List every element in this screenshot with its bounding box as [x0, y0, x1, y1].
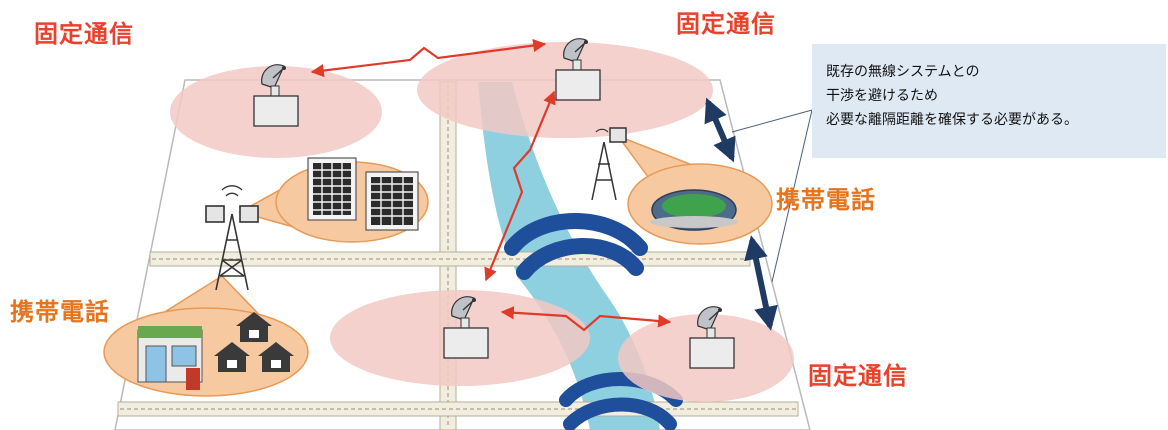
shop-icon	[137, 326, 203, 390]
callout-line-3: 必要な離隔距離を確保する必要がある。	[826, 112, 1078, 128]
road-horizontal-lower	[117, 401, 799, 417]
label-fixed-top-right: 固定通信	[676, 10, 776, 38]
callout-line-1: 既存の無線システムとの	[826, 64, 980, 80]
link-top	[310, 38, 547, 78]
fixed-links	[310, 38, 672, 332]
callout-line-2: 干渉を避けるため	[826, 88, 938, 104]
label-mobile-right: 携帯電話	[776, 186, 876, 214]
label-fixed-bottom-right: 固定通信	[808, 362, 908, 390]
separation-arrows	[704, 97, 778, 331]
label-mobile-left: 携帯電話	[10, 298, 110, 326]
cell-tower-icon-left	[205, 185, 259, 291]
house-icon	[214, 312, 294, 372]
link-bottom	[500, 306, 672, 332]
label-fixed-top-left: 固定通信	[34, 20, 134, 48]
callout-box: 既存の無線システムとの 干渉を避けるため 必要な離隔距離を確保する必要がある。	[812, 44, 1166, 158]
separation-arrow-upper	[704, 97, 736, 163]
cell-tower-icon-right	[591, 127, 627, 201]
stadium-icon	[650, 189, 738, 231]
office-building-icon	[307, 157, 419, 231]
separation-arrow-lower	[744, 235, 778, 331]
callout-pointer	[731, 109, 813, 283]
link-vertical	[484, 90, 556, 282]
